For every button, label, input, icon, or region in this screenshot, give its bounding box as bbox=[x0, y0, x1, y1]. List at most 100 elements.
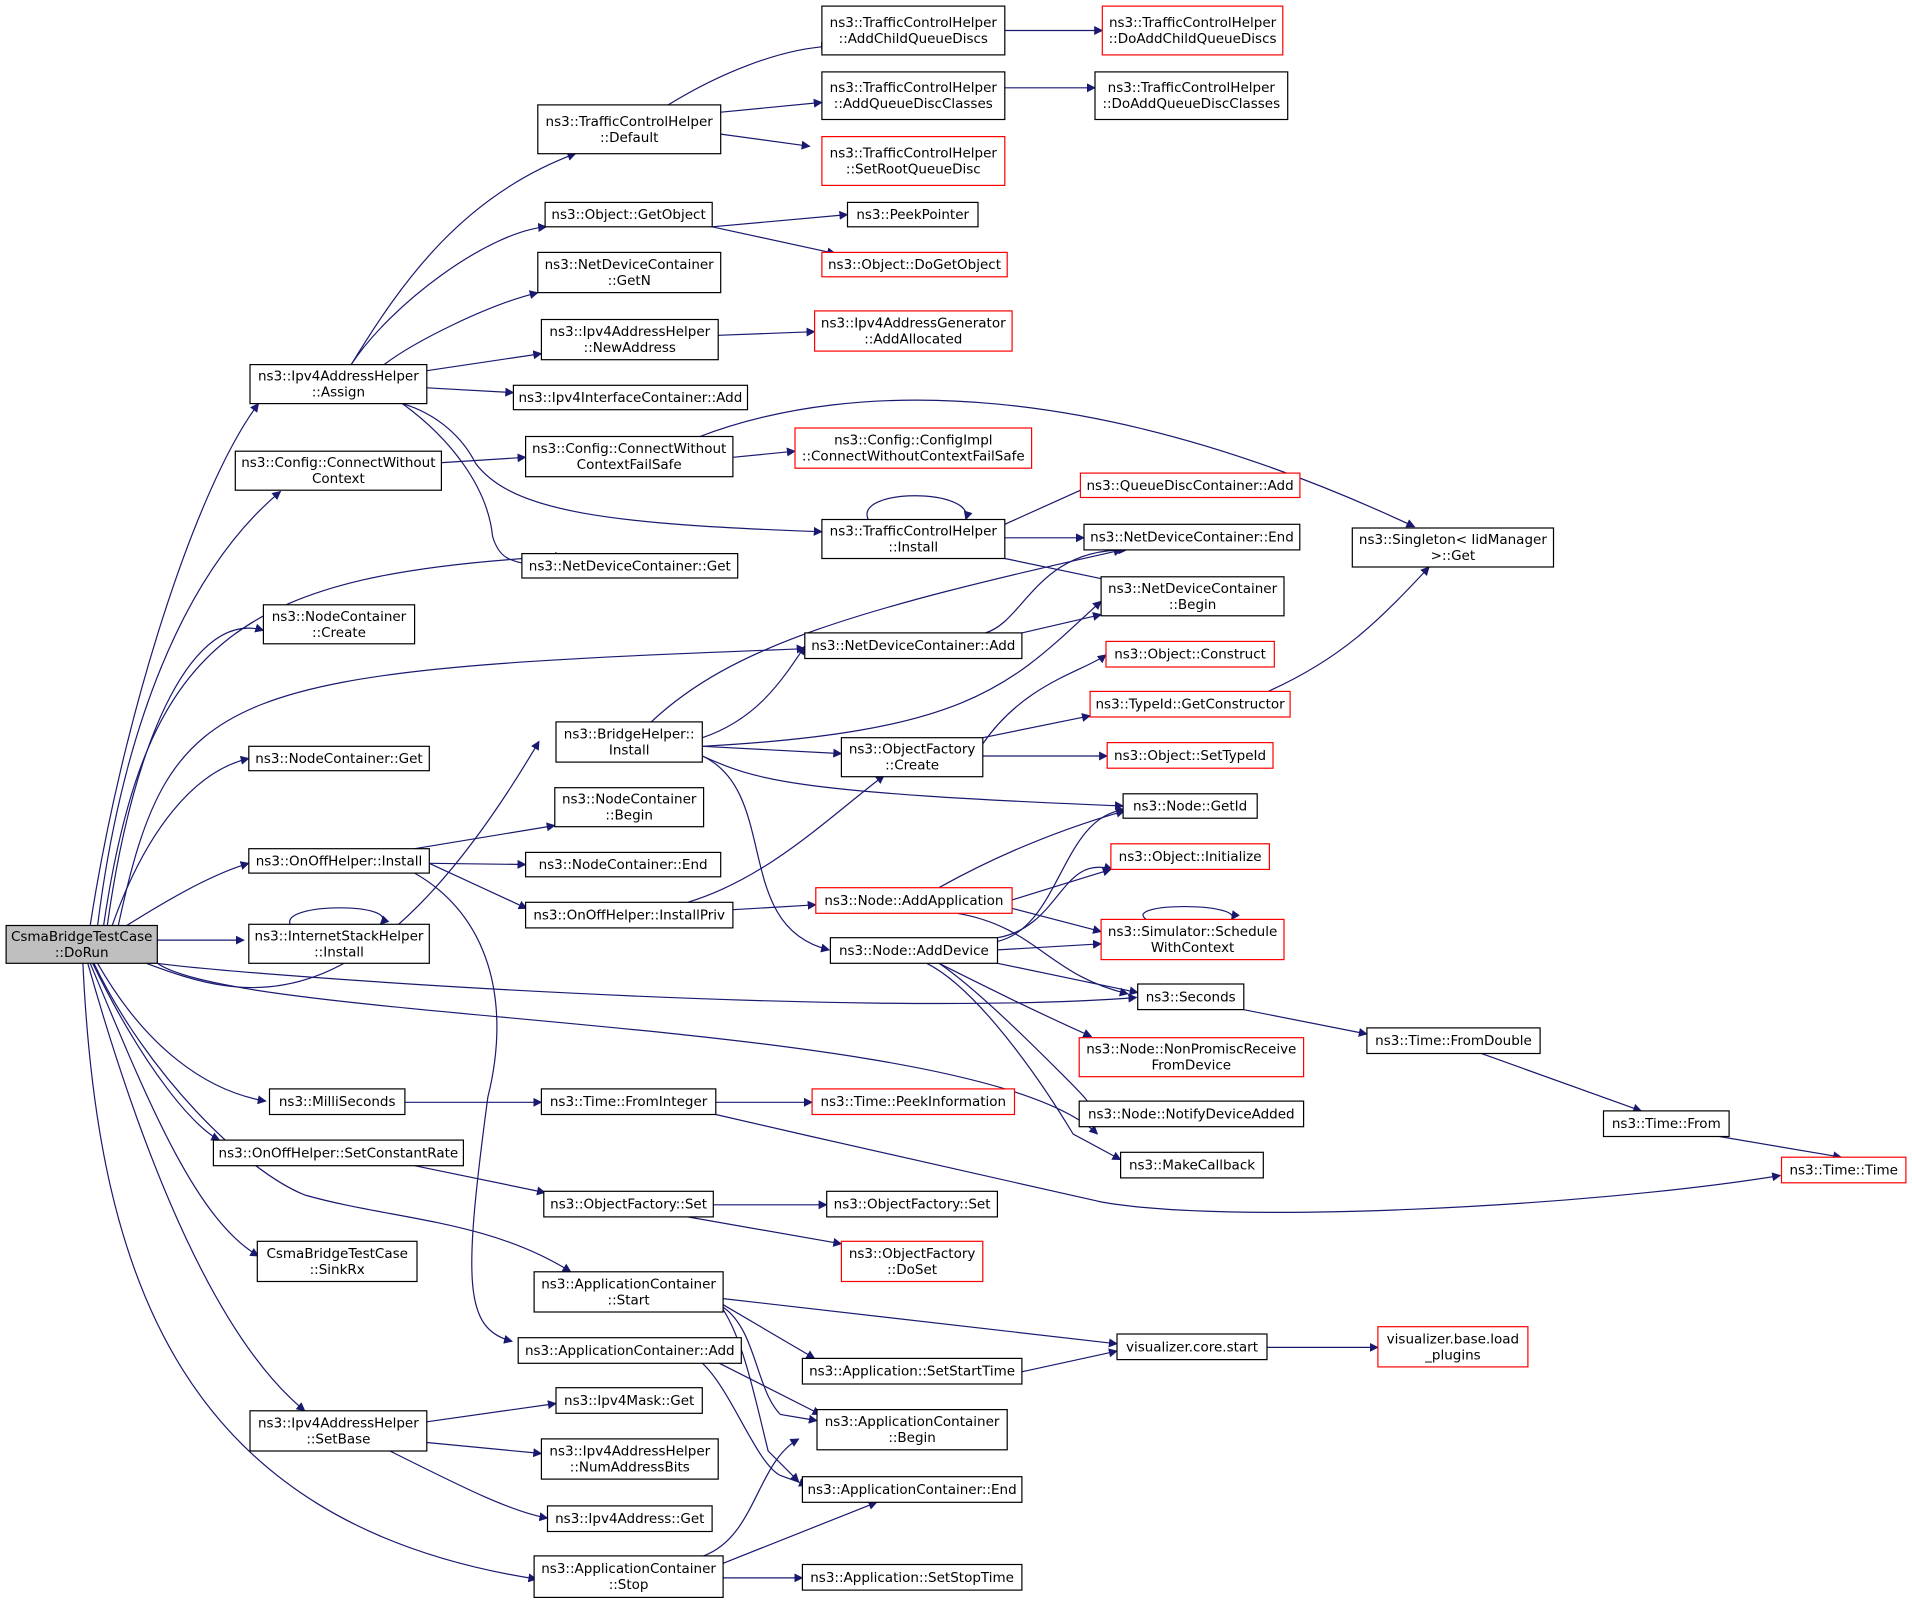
call-edge bbox=[722, 1501, 878, 1564]
node-obj-initialize[interactable]: ns3::Object::Initialize bbox=[1110, 843, 1271, 870]
node-box bbox=[524, 851, 722, 878]
node-box bbox=[540, 318, 719, 361]
node-nc-create[interactable]: ns3::NodeContainer::Create bbox=[262, 604, 416, 645]
node-box bbox=[537, 104, 722, 155]
node-label: ns3::Object::Initialize bbox=[1119, 849, 1262, 865]
node-node-adddevice[interactable]: ns3::Node::AddDevice bbox=[829, 937, 999, 964]
node-ipv4ag-alloc[interactable]: ns3::Ipv4AddressGenerator::AddAllocated bbox=[813, 310, 1013, 352]
node-app-setstop[interactable]: ns3::Application::SetStopTime bbox=[801, 1563, 1023, 1591]
node-vis-load[interactable]: visualizer.base.load_plugins bbox=[1377, 1326, 1529, 1368]
node-peekpointer[interactable]: ns3::PeekPointer bbox=[846, 201, 979, 228]
node-ipv4addr-get[interactable]: ns3::Ipv4Address::Get bbox=[546, 1505, 713, 1533]
node-seconds[interactable]: ns3::Seconds bbox=[1137, 983, 1245, 1011]
node-obj-construct[interactable]: ns3::Object::Construct bbox=[1105, 640, 1275, 668]
node-nc-end[interactable]: ns3::NodeContainer::End bbox=[524, 851, 722, 878]
node-nc-get[interactable]: ns3::NodeContainer::Get bbox=[248, 745, 430, 772]
node-ooh-installpriv[interactable]: ns3::OnOffHelper::InstallPriv bbox=[524, 901, 734, 929]
node-qdc-add[interactable]: ns3::QueueDiscContainer::Add bbox=[1079, 472, 1301, 499]
node-ndc-add[interactable]: ns3::NetDeviceContainer::Add bbox=[804, 632, 1023, 660]
node-makecallback[interactable]: ns3::MakeCallback bbox=[1119, 1151, 1264, 1179]
node-ac-begin[interactable]: ns3::ApplicationContainer::Begin bbox=[816, 1408, 1008, 1451]
node-ndc-begin[interactable]: ns3::NetDeviceContainer::Begin bbox=[1100, 576, 1285, 617]
call-edge bbox=[430, 453, 527, 464]
call-edge bbox=[383, 290, 539, 366]
node-ooh-setrate[interactable]: ns3::OnOffHelper::SetConstantRate bbox=[212, 1139, 464, 1167]
call-edge bbox=[1481, 1053, 1643, 1113]
node-box bbox=[540, 1438, 719, 1480]
node-label: ::Begin bbox=[888, 1430, 936, 1446]
node-ish-install[interactable]: ns3::InternetStackHelper::Install bbox=[248, 923, 430, 964]
node-tch-doaddqdc[interactable]: ns3::TrafficControlHelper::DoAddQueueDis… bbox=[1094, 71, 1289, 121]
node-ipv4ic-add[interactable]: ns3::Ipv4InterfaceContainer::Add bbox=[512, 384, 749, 411]
node-obj-dogetobject[interactable]: ns3::Object::DoGetObject bbox=[821, 251, 1008, 278]
node-ndc-getn[interactable]: ns3::NetDeviceContainer::GetN bbox=[537, 251, 722, 294]
node-root[interactable]: CsmaBridgeTestCase::DoRun bbox=[5, 924, 158, 964]
node-cfg-connect[interactable]: ns3::Config::ConnectWithoutContext bbox=[234, 450, 443, 491]
node-label: ::NewAddress bbox=[584, 340, 676, 356]
node-tch-doaddchild[interactable]: ns3::TrafficControlHelper::DoAddChildQue… bbox=[1101, 5, 1284, 56]
node-ndc-end[interactable]: ns3::NetDeviceContainer::End bbox=[1083, 523, 1301, 551]
node-of-doset[interactable]: ns3::ObjectFactory::DoSet bbox=[840, 1240, 984, 1283]
node-singleton-get[interactable]: ns3::Singleton< IidManager>::Get bbox=[1351, 527, 1555, 568]
node-cfg-connectfs[interactable]: ns3::Config::ConnectWithoutContextFailSa… bbox=[524, 435, 734, 478]
node-label: ns3::MakeCallback bbox=[1129, 1158, 1255, 1174]
node-tch-default[interactable]: ns3::TrafficControlHelper::Default bbox=[537, 104, 722, 155]
node-tch-addqdc[interactable]: ns3::TrafficControlHelper::AddQueueDiscC… bbox=[821, 71, 1006, 121]
node-node-addapp[interactable]: ns3::Node::AddApplication bbox=[815, 887, 1013, 914]
node-box bbox=[262, 604, 416, 645]
node-vis-start[interactable]: visualizer.core.start bbox=[1116, 1333, 1268, 1361]
node-time-fromint[interactable]: ns3::Time::FromInteger bbox=[540, 1088, 717, 1116]
node-box bbox=[268, 1088, 406, 1116]
node-of-set2[interactable]: ns3::ObjectFactory::Set bbox=[826, 1190, 999, 1218]
node-label: ns3::NetDeviceContainer::Get bbox=[529, 558, 731, 574]
node-label: ns3::Object::DoGetObject bbox=[828, 257, 1001, 273]
node-tch-setroot[interactable]: ns3::TrafficControlHelper::SetRootQueueD… bbox=[821, 136, 1006, 187]
node-ndc-get[interactable]: ns3::NetDeviceContainer::Get bbox=[521, 552, 739, 579]
node-typeid-getctor[interactable]: ns3::TypeId::GetConstructor bbox=[1089, 690, 1291, 718]
node-label: ns3::ApplicationContainer bbox=[825, 1414, 1000, 1430]
node-ac-add[interactable]: ns3::ApplicationContainer::Add bbox=[517, 1337, 742, 1364]
node-label: ns3::TrafficControlHelper bbox=[546, 114, 714, 130]
node-label: ns3::Ipv4Address::Get bbox=[555, 1511, 704, 1527]
call-edge bbox=[718, 327, 816, 337]
node-ooh-install[interactable]: ns3::OnOffHelper::Install bbox=[248, 848, 430, 874]
node-ipv4ah-assign[interactable]: ns3::Ipv4AddressHelper::Assign bbox=[249, 364, 428, 405]
node-obj-settypeid[interactable]: ns3::Object::SetTypeId bbox=[1106, 741, 1274, 769]
node-app-setstart[interactable]: ns3::Application::SetStartTime bbox=[801, 1357, 1023, 1385]
node-node-getid[interactable]: ns3::Node::GetId bbox=[1122, 793, 1258, 819]
node-box bbox=[846, 201, 979, 228]
node-label: ::NumAddressBits bbox=[570, 1460, 690, 1476]
node-time-fromdouble[interactable]: ns3::Time::FromDouble bbox=[1366, 1027, 1541, 1055]
node-sinkrx[interactable]: CsmaBridgeTestCase::SinkRx bbox=[256, 1240, 418, 1283]
node-tch-install[interactable]: ns3::TrafficControlHelper::Install bbox=[821, 518, 1006, 560]
call-edge bbox=[82, 963, 538, 1583]
node-of-create[interactable]: ns3::ObjectFactory::Create bbox=[840, 737, 984, 778]
node-ac-end[interactable]: ns3::ApplicationContainer::End bbox=[801, 1476, 1023, 1503]
node-label: ns3::ApplicationContainer bbox=[541, 1276, 716, 1292]
call-edge bbox=[97, 963, 267, 1105]
node-ipv4ah-newaddr[interactable]: ns3::Ipv4AddressHelper::NewAddress bbox=[540, 318, 719, 361]
node-tch-addchild[interactable]: ns3::TrafficControlHelper::AddChildQueue… bbox=[821, 5, 1006, 56]
node-box bbox=[248, 745, 430, 772]
node-time-time[interactable]: ns3::Time::Time bbox=[1780, 1156, 1907, 1184]
node-ipv4ah-setbase[interactable]: ns3::Ipv4AddressHelper::SetBase bbox=[249, 1410, 428, 1452]
node-label: ns3::NetDeviceContainer bbox=[545, 257, 715, 273]
node-box bbox=[1079, 472, 1301, 499]
node-node-notify[interactable]: ns3::Node::NotifyDeviceAdded bbox=[1078, 1100, 1305, 1128]
node-nc-begin[interactable]: ns3::NodeContainer::Begin bbox=[554, 787, 705, 828]
node-label: ns3::NetDeviceContainer::Add bbox=[811, 638, 1015, 654]
node-ipv4ah-numbits[interactable]: ns3::Ipv4AddressHelper::NumAddressBits bbox=[540, 1438, 719, 1480]
node-time-peekinfo[interactable]: ns3::Time::PeekInformation bbox=[811, 1088, 1016, 1116]
node-of-set[interactable]: ns3::ObjectFactory::Set bbox=[543, 1190, 714, 1218]
node-bh-install[interactable]: ns3::BridgeHelper::Install bbox=[555, 721, 703, 763]
node-ipv4mask-get[interactable]: ns3::Ipv4Mask::Get bbox=[555, 1387, 703, 1414]
node-time-from[interactable]: ns3::Time::From bbox=[1602, 1110, 1730, 1138]
call-edge bbox=[719, 1362, 822, 1416]
node-cfgimpl-connect[interactable]: ns3::Config::ConfigImpl::ConnectWithoutC… bbox=[794, 427, 1033, 469]
node-ac-stop[interactable]: ns3::ApplicationContainer::Stop bbox=[533, 1555, 724, 1599]
node-milliseconds[interactable]: ns3::MilliSeconds bbox=[268, 1088, 406, 1116]
node-obj-getobject[interactable]: ns3::Object::GetObject bbox=[544, 201, 713, 228]
node-ac-start[interactable]: ns3::ApplicationContainer::Start bbox=[533, 1271, 724, 1313]
